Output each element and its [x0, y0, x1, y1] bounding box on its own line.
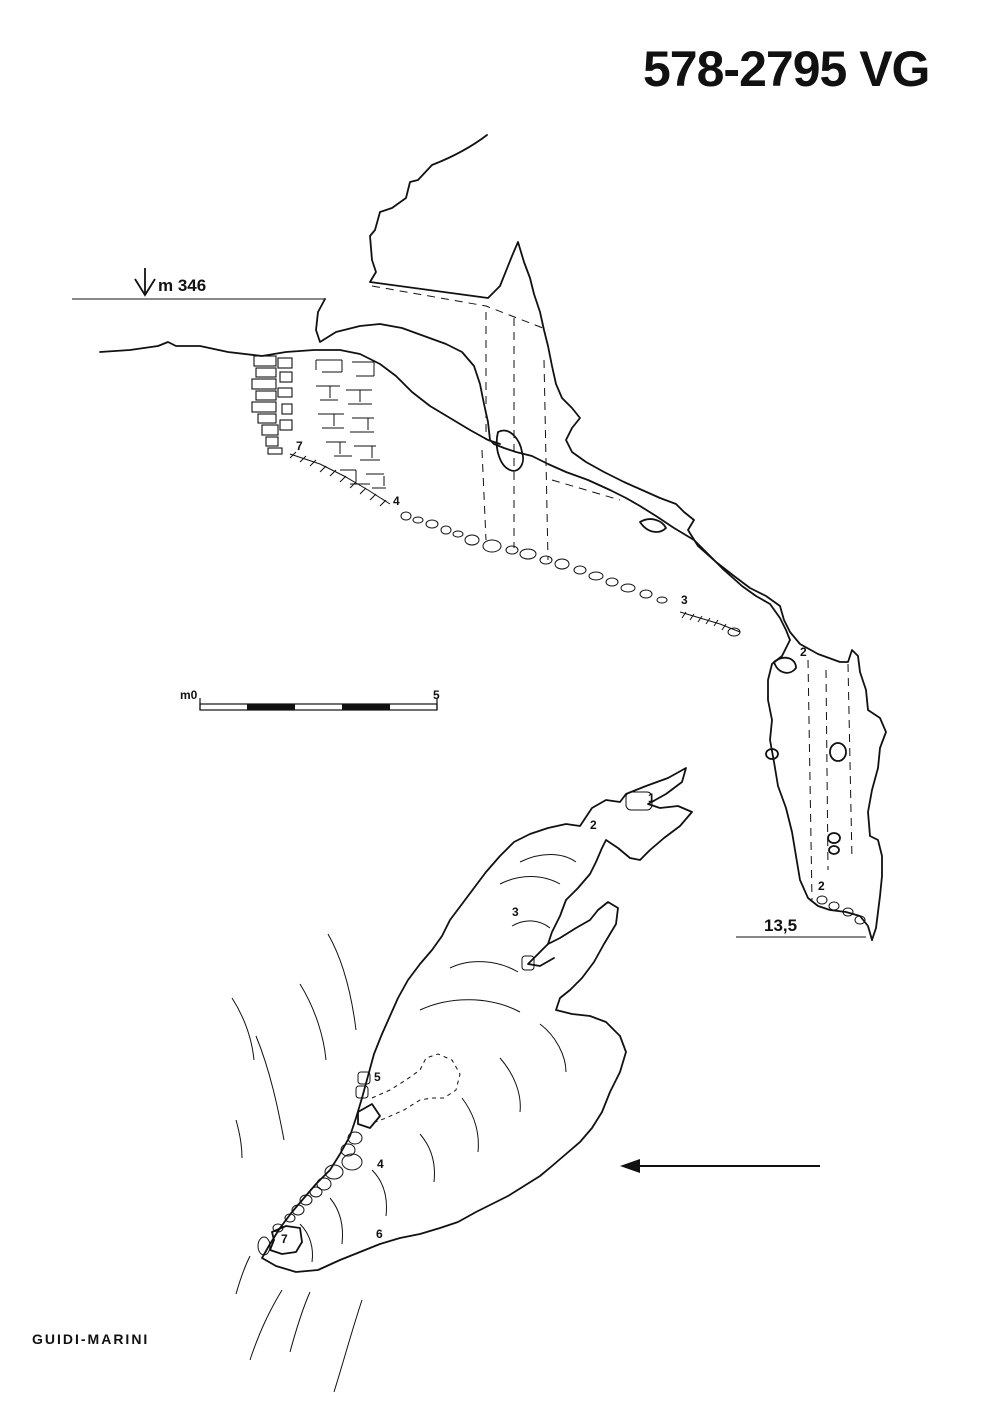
- plan-point-label: 3: [512, 905, 519, 919]
- longitudinal-section: m 346: [72, 134, 887, 941]
- survey-point-label: 2: [818, 879, 825, 893]
- cave-id-title: 578-2795 VG: [643, 41, 930, 97]
- plan-slope-line: [519, 854, 577, 863]
- depth-label: 13,5: [764, 916, 797, 935]
- section-dashed-line: [551, 479, 621, 501]
- plan-slope-line: [419, 1133, 435, 1183]
- section-inner-wall: [315, 298, 791, 641]
- section-dashed-line: [847, 663, 853, 861]
- scale-end-label: 5: [433, 688, 440, 702]
- plan-point-label: 4: [377, 1157, 384, 1171]
- plan-slope-line: [499, 876, 561, 885]
- plan-slope-line: [329, 1197, 343, 1245]
- dry-stone-wall: [251, 355, 386, 489]
- plan-alcove-outline: [369, 1053, 461, 1125]
- boulder: [765, 748, 779, 760]
- boulder: [639, 518, 667, 533]
- plan-point-label: 1: [648, 791, 655, 805]
- plan-point-label: 6: [376, 1227, 383, 1241]
- section-dashed-line: [371, 285, 549, 331]
- plan-slope-line: [449, 961, 519, 973]
- floor-hatching: [289, 451, 391, 507]
- plan-point-label: 7: [281, 1232, 288, 1246]
- section-dashed-line: [807, 659, 813, 901]
- authors-credit: GUIDI-MARINI: [32, 1331, 150, 1347]
- plan-slope-line: [371, 1169, 387, 1217]
- boulder: [828, 845, 840, 855]
- entrance-altitude-label: m 346: [158, 276, 206, 295]
- boulder: [829, 742, 847, 762]
- debris-floor: [400, 511, 866, 925]
- boulder: [827, 832, 841, 844]
- survey-point-label: 4: [393, 494, 400, 508]
- section-shaft-left-wall: [767, 639, 873, 941]
- scale-bar: m0 5: [180, 688, 440, 711]
- entrance-arrow-icon: [134, 268, 156, 297]
- plan-slope-line: [499, 1057, 521, 1113]
- survey-point-label: 3: [681, 593, 688, 607]
- plan-slope-line: [511, 920, 551, 929]
- boulder: [773, 656, 797, 674]
- survey-point-label: 2: [800, 645, 807, 659]
- floor-hatching: [679, 611, 741, 633]
- survey-point-label: 7: [296, 439, 303, 453]
- plan-point-label: 5: [374, 1070, 381, 1084]
- plan-inner-ridge: [527, 943, 555, 967]
- plan-boulders: [257, 791, 653, 1256]
- terrain-contours: [231, 933, 363, 1393]
- section-dashed-line: [825, 669, 829, 871]
- plan-slope-line: [299, 1223, 313, 1263]
- plan-slope-line: [539, 1023, 567, 1073]
- section-dashed-line: [543, 359, 549, 561]
- plan-point-label: 2: [590, 818, 597, 832]
- section-upper-outline: [369, 134, 887, 941]
- scale-start-label: m0: [180, 688, 198, 702]
- plan-slope-line: [419, 999, 521, 1013]
- plan-outline: [261, 767, 693, 1273]
- section-dashed-line: [481, 449, 487, 541]
- north-direction-arrow-icon: [620, 1159, 820, 1173]
- plan-slope-line: [461, 1097, 479, 1153]
- plan-view: 1 2 3 5 4 6 7: [231, 767, 820, 1393]
- section-chamber-roof: [99, 341, 501, 445]
